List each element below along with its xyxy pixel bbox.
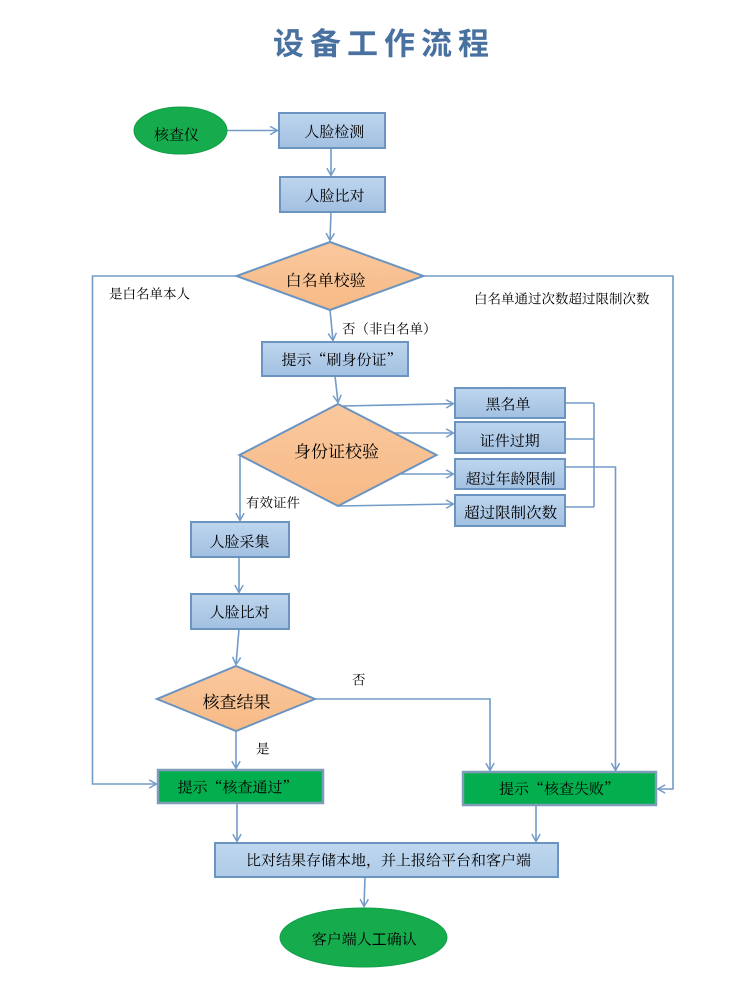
svg-text:客户端人工确认: 客户端人工确认 bbox=[312, 929, 417, 950]
svg-text:提示“核查失败”: 提示“核查失败” bbox=[499, 778, 619, 799]
svg-text:超过限制次数: 超过限制次数 bbox=[464, 501, 558, 523]
svg-text:黑名单: 黑名单 bbox=[485, 394, 530, 415]
svg-text:核查仪: 核查仪 bbox=[154, 124, 199, 145]
svg-text:人脸比对: 人脸比对 bbox=[210, 602, 270, 623]
svg-text:提示“刷身份证”: 提示“刷身份证” bbox=[281, 349, 401, 370]
svg-text:提示“核查通过”: 提示“核查通过” bbox=[177, 777, 297, 798]
svg-text:有效证件: 有效证件 bbox=[246, 492, 300, 512]
svg-text:人脸采集: 人脸采集 bbox=[209, 531, 269, 552]
svg-text:是白名单本人: 是白名单本人 bbox=[109, 283, 190, 303]
svg-text:比对结果存储本地，并上报给平台和客户端: 比对结果存储本地，并上报给平台和客户端 bbox=[246, 850, 531, 871]
svg-text:否: 否 bbox=[352, 669, 366, 689]
svg-text:人脸比对: 人脸比对 bbox=[304, 185, 364, 206]
svg-text:否（非白名单）: 否（非白名单） bbox=[342, 318, 437, 338]
svg-text:是: 是 bbox=[256, 738, 270, 758]
svg-text:白名单通过次数超过限制次数: 白名单通过次数超过限制次数 bbox=[474, 288, 650, 308]
svg-text:超过年龄限制: 超过年龄限制 bbox=[466, 468, 556, 489]
svg-text:设备工作流程: 设备工作流程 bbox=[273, 19, 495, 64]
svg-text:核查结果: 核查结果 bbox=[203, 688, 271, 713]
svg-text:证件过期: 证件过期 bbox=[480, 430, 540, 451]
svg-text:身份证校验: 身份证校验 bbox=[294, 438, 379, 463]
svg-text:白名单校验: 白名单校验 bbox=[286, 268, 366, 291]
svg-text:人脸检测: 人脸检测 bbox=[304, 121, 364, 142]
